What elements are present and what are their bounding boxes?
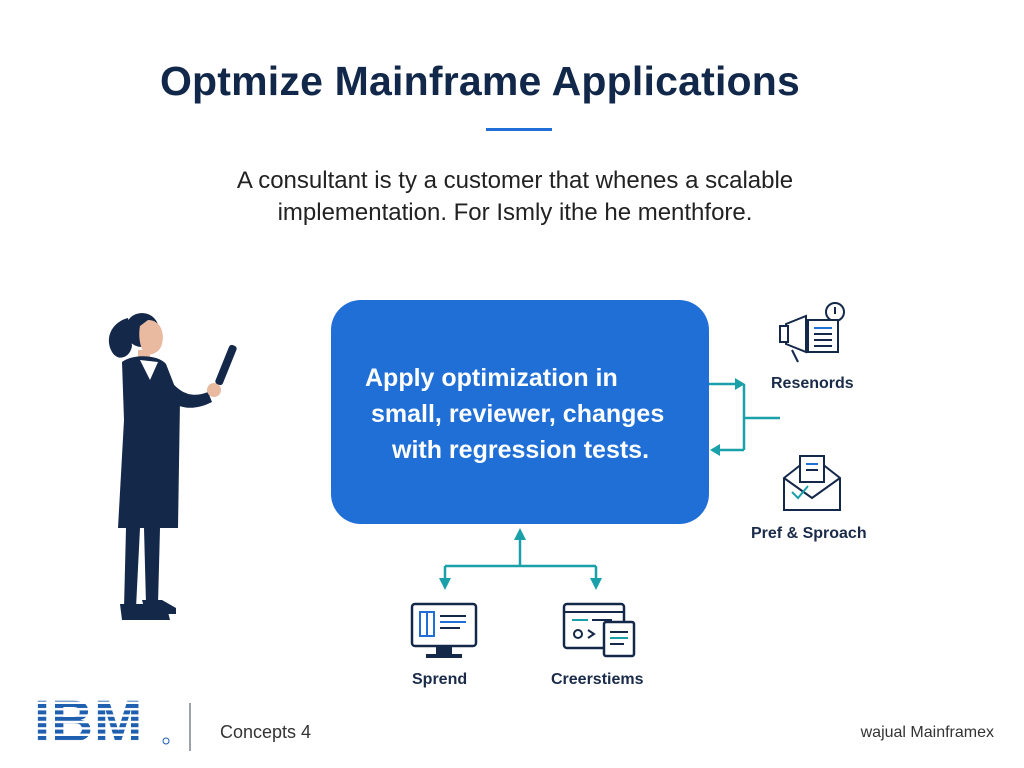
footer-right-text: wajual Mainframex — [860, 724, 994, 741]
center-line-1: Apply optimization in — [365, 364, 618, 392]
node-label-top-right: Resenords — [771, 375, 854, 392]
node-label-mid-right: Pref & Sproach — [751, 525, 867, 542]
arrow-down-right — [590, 578, 602, 590]
ibm-logo: IBM — [34, 689, 170, 754]
subtitle: A consultant is ty a customer that whene… — [0, 165, 1024, 229]
arrow-up-center — [514, 528, 526, 540]
center-line-3: with regression tests. — [392, 436, 650, 464]
arrow-down-left — [439, 578, 451, 590]
footer-divider — [189, 703, 191, 751]
monitor-icon — [410, 602, 478, 658]
footer-concepts: Concepts 4 — [220, 722, 312, 742]
center-line-2: small, reviewer, changes — [371, 400, 665, 428]
node-label-bottom-left: Sprend — [412, 671, 468, 688]
right-connectors — [709, 382, 780, 452]
title-underline — [486, 128, 552, 131]
node-label-bottom-right: Creerstiems — [551, 671, 644, 688]
subtitle-line-1: A consultant is ty a customer that whene… — [236, 167, 794, 194]
arrow-right-bottom — [710, 444, 720, 456]
megaphone-icon — [779, 302, 845, 363]
consultant-figure — [108, 313, 237, 620]
ibm-logo-text: IBM — [34, 689, 143, 754]
envelope-icon — [783, 454, 841, 511]
subtitle-line-2: implementation. For Ismly ithe he menthf… — [277, 199, 753, 226]
center-process-box: Apply optimization in small, reviewer, c… — [331, 300, 709, 524]
code-window-icon — [562, 602, 636, 658]
arrow-right-top — [735, 378, 745, 390]
page-title: Optmize Mainframe Applications — [159, 58, 801, 104]
